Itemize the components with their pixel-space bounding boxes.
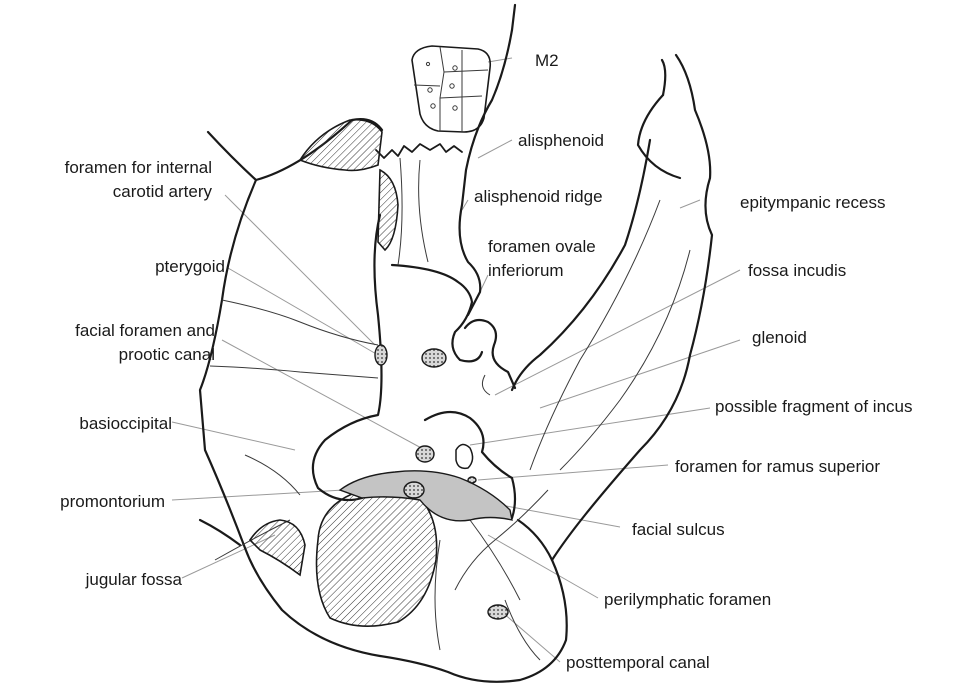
label-pterygoid: pterygoid <box>155 257 225 276</box>
label-jugular-fossa: jugular fossa <box>85 570 183 589</box>
hatched-regions <box>250 120 437 626</box>
label-facial-sulcus: facial sulcus <box>632 520 725 539</box>
label-promontorium: promontorium <box>60 492 165 511</box>
label-alisphenoid-ridge: alisphenoid ridge <box>474 187 603 206</box>
label-basioccipital: basioccipital <box>79 414 172 433</box>
label-facial-foramen-line1: facial foramen and <box>75 321 215 340</box>
label-perilymphatic-foramen: perilymphatic foramen <box>604 590 771 609</box>
label-foramen-ovale-line2: inferiorum <box>488 261 564 280</box>
label-foramen-internal-carotid-line2: carotid artery <box>113 182 213 201</box>
labels: M2 alisphenoid foramen for internal caro… <box>60 51 912 672</box>
label-possible-fragment-incus: possible fragment of incus <box>715 397 913 416</box>
m2-tooth <box>412 46 490 132</box>
label-foramen-ovale-line1: foramen ovale <box>488 237 596 256</box>
label-fossa-incudis: fossa incudis <box>748 261 846 280</box>
label-m2: M2 <box>535 51 559 70</box>
label-posttemporal-canal: posttemporal canal <box>566 653 710 672</box>
label-glenoid: glenoid <box>752 328 807 347</box>
label-foramen-ramus-superior: foramen for ramus superior <box>675 457 880 476</box>
label-facial-foramen-line2: prootic canal <box>119 345 215 364</box>
label-epitympanic-recess: epitympanic recess <box>740 193 886 212</box>
label-foramen-internal-carotid-line1: foramen for internal <box>65 158 212 177</box>
label-alisphenoid: alisphenoid <box>518 131 604 150</box>
